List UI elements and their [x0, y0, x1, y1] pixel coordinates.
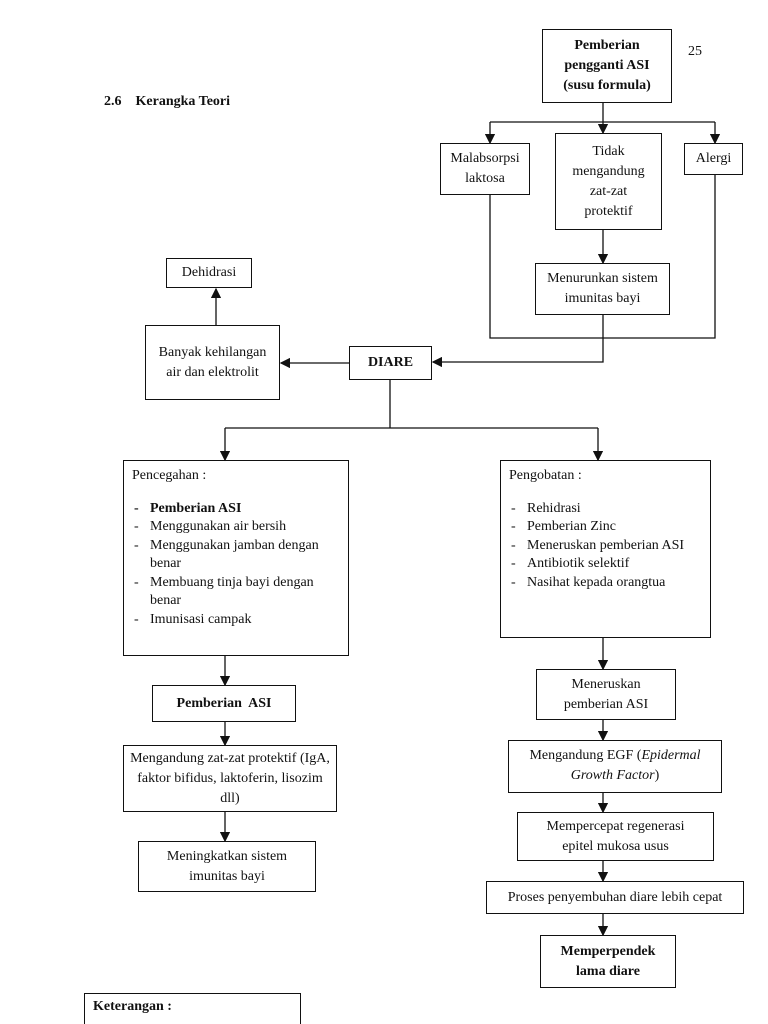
page-number: 25 — [688, 44, 702, 59]
list-item: Membuang tinja bayi dengan benar — [132, 574, 340, 611]
list-item: Imunisasi campak — [132, 611, 340, 630]
node-memperpendek: Memperpendek lama diare — [540, 935, 676, 988]
list-item: Rehidrasi — [509, 500, 702, 519]
node-meningkatkan-imunitas: Meningkatkan sistem imunitas bayi — [138, 841, 316, 892]
node-alergi: Alergi — [684, 143, 743, 175]
node-tidak-protektif: Tidak mengandung zat-zat protektif — [555, 133, 662, 230]
node-pencegahan: Pencegahan : Pemberian ASI Menggunakan a… — [123, 460, 349, 656]
egf-italic-text: Epidermal Growth Factor — [570, 748, 701, 783]
node-dehidrasi: Dehidrasi — [166, 258, 252, 288]
node-egf: Mengandung EGF (Epidermal Growth Factor) — [508, 740, 722, 793]
node-pemberian-asi: Pemberian ASI — [152, 685, 296, 722]
node-formula: Pemberian pengganti ASI (susu formula) — [542, 29, 672, 103]
node-zat-protektif: Mengandung zat-zat protektif (IgA, fakto… — [123, 745, 337, 812]
pencegahan-title: Pencegahan : — [132, 468, 207, 483]
legend-title: Keterangan : — [93, 999, 172, 1014]
node-proses: Proses penyembuhan diare lebih cepat — [486, 881, 744, 914]
node-menurunkan-imunitas: Menurunkan sistem imunitas bayi — [535, 263, 670, 315]
node-mempercepat: Mempercepat regenerasi epitel mukosa usu… — [517, 812, 714, 861]
list-item: Meneruskan pemberian ASI — [509, 537, 702, 556]
section-number: 2.6 — [104, 94, 122, 109]
list-item: Antibiotik selektif — [509, 555, 702, 574]
node-diare: DIARE — [349, 346, 432, 380]
legend-box: Keterangan : — [84, 993, 301, 1024]
pengobatan-title: Pengobatan : — [509, 468, 582, 483]
list-item: Pemberian Zinc — [509, 518, 702, 537]
section-heading: 2.6 Kerangka Teori — [104, 94, 230, 110]
node-meneruskan-asi: Meneruskan pemberian ASI — [536, 669, 676, 720]
node-malabsorpsi: Malabsorpsi laktosa — [440, 143, 530, 195]
list-item: Nasihat kepada orangtua — [509, 574, 702, 593]
node-kehilangan-air: Banyak kehilangan air dan elektrolit — [145, 325, 280, 400]
list-item: Menggunakan air bersih — [132, 518, 340, 537]
list-item: Menggunakan jamban dengan benar — [132, 537, 340, 574]
egf-suffix: ) — [654, 768, 660, 783]
node-pengobatan: Pengobatan : Rehidrasi Pemberian Zinc Me… — [500, 460, 711, 638]
egf-text: Mengandung EGF ( — [529, 748, 642, 763]
list-item: Pemberian ASI — [132, 500, 340, 519]
section-title: Kerangka Teori — [135, 94, 231, 109]
